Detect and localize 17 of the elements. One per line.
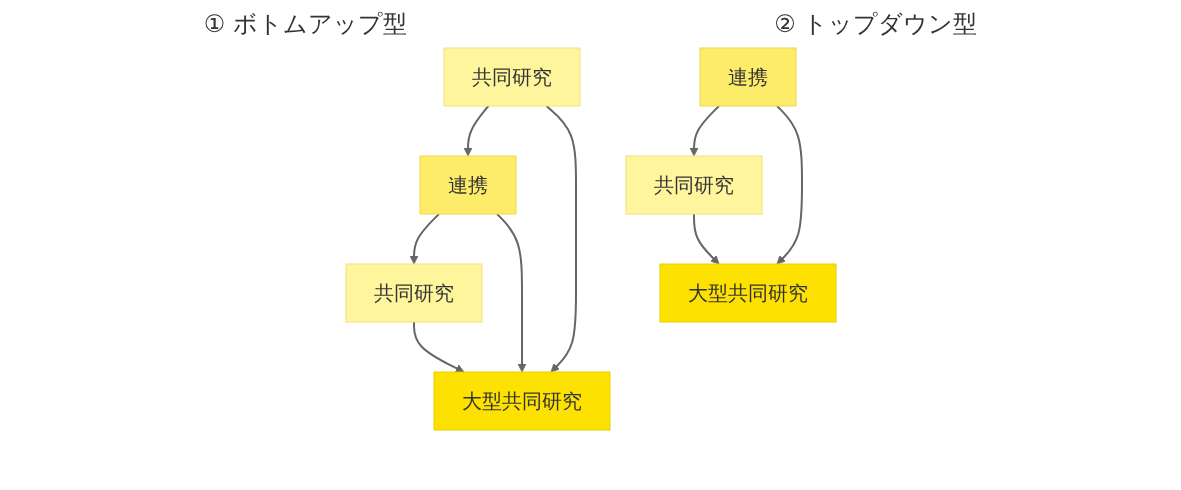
arrow [544,105,577,373]
arrow [409,213,440,265]
node-box: 大型共同研究 [659,263,836,323]
arrow [463,105,489,157]
diagram-heading: ② トップダウン型 [774,9,978,40]
diagram-heading: ① ボトムアップ型 [203,9,407,40]
node-box: 共同研究 [625,155,762,215]
arrow [689,105,720,157]
node-box: 共同研究 [443,47,580,107]
node-box: 大型共同研究 [433,371,610,431]
arrow [495,213,526,373]
node-box: 共同研究 [345,263,482,323]
arrow [692,213,719,265]
node-box: 連携 [699,47,796,107]
node-box: 連携 [419,155,516,215]
arrow [775,105,803,265]
arrow [412,321,464,373]
